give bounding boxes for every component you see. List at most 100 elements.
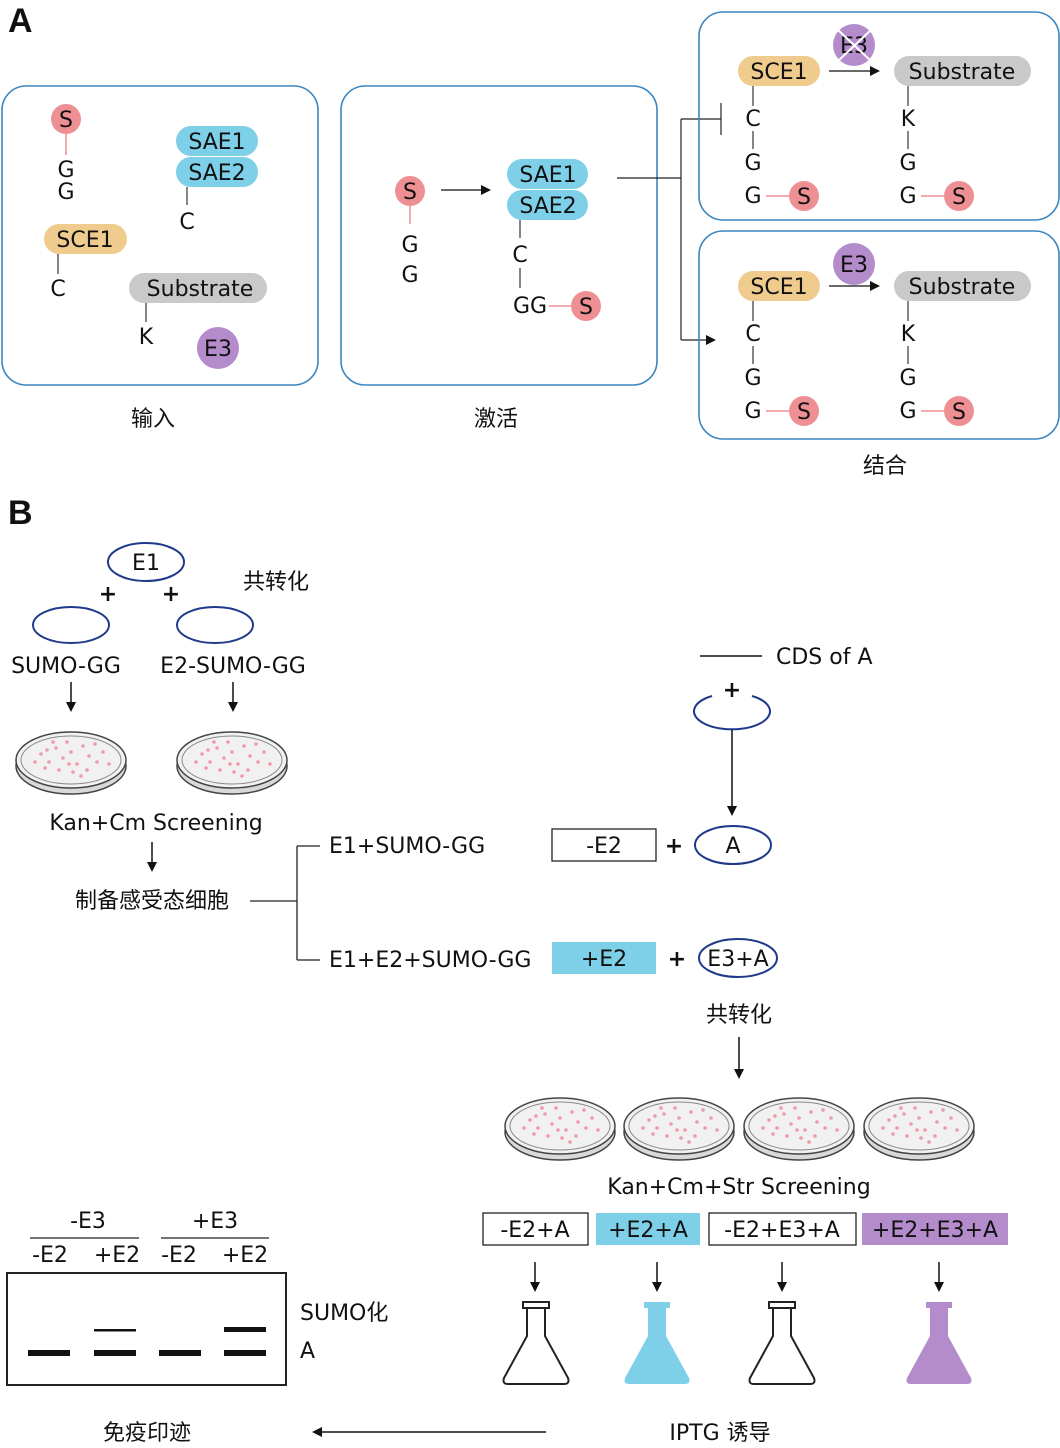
activation-caption: 激活 [474, 407, 518, 432]
sce1-pill [738, 56, 820, 86]
cysteine-label: C [745, 322, 760, 347]
sumo-circle [944, 181, 974, 211]
sce1-label: SCE1 [750, 275, 807, 300]
open-vector [693, 695, 771, 731]
condition-label: -E2+A [500, 1218, 569, 1243]
cysteine-label: C [50, 277, 65, 302]
lane-label: -E2 [161, 1243, 197, 1268]
sae2-pill [507, 190, 588, 220]
sumo-label: S [797, 185, 811, 210]
e2-sumo-gg-label: E2-SUMO-GG [160, 654, 306, 679]
glycine-label: G [744, 399, 761, 424]
sce1-pill [738, 271, 820, 301]
blot-minus-e3: -E3 [70, 1209, 106, 1234]
sumo-label: S [797, 400, 811, 425]
sce1-pill [44, 224, 127, 254]
plus-sign: + [162, 582, 180, 607]
e3-label: E3 [840, 253, 868, 278]
glycine-label: G [744, 184, 761, 209]
glycine-label: G [744, 151, 761, 176]
cotransform-label: 共转化 [706, 1003, 772, 1028]
sae1-label: SAE1 [519, 163, 576, 188]
glycine-label: G [401, 233, 418, 258]
plus-e2-box [552, 942, 656, 974]
substrate-label: Substrate [909, 275, 1016, 300]
screening-label: Kan+Cm+Str Screening [607, 1175, 870, 1200]
plus-sign: + [99, 582, 117, 607]
sae2-label: SAE2 [519, 194, 576, 219]
sumoylated-label: SUMO化 [300, 1301, 388, 1326]
sumo-label: S [59, 108, 73, 133]
e3-circle [833, 243, 875, 285]
substrate-pill [894, 271, 1031, 301]
plus-e2-label: +E2 [581, 947, 627, 972]
cysteine-label: C [179, 210, 194, 235]
band-a [224, 1350, 266, 1356]
blot-plus-e3: +E3 [192, 1209, 238, 1234]
screening-label: Kan+Cm Screening [49, 811, 262, 836]
sae1-pill [507, 159, 588, 189]
glycine-label: G [899, 184, 916, 209]
e1-label: E1 [132, 551, 160, 576]
glycine-label: G [57, 180, 74, 205]
plus-sign: + [723, 678, 741, 703]
condition-label: -E2+E3+A [724, 1218, 840, 1243]
glycine-label: G [57, 158, 74, 183]
e2-sumo-gg-plasmid [176, 606, 254, 644]
band-a [159, 1350, 201, 1356]
petri-dish [176, 731, 288, 795]
flask-icon [906, 1302, 972, 1384]
sumo-gg-label: SUMO-GG [11, 654, 121, 679]
sumo-circle [789, 396, 819, 426]
branch-bracket [250, 845, 320, 961]
conjugation-box-with-e3: E3 SCE1 Substrate C G G S K G G S [698, 230, 1060, 440]
sae2-label: SAE2 [188, 161, 245, 186]
e3-a-label: E3+A [707, 947, 768, 972]
condition-box [482, 1212, 589, 1246]
band-sumo-strong [224, 1327, 266, 1332]
glycine-label: G [899, 399, 916, 424]
glycine-label: G [401, 263, 418, 288]
sae1-label: SAE1 [188, 130, 245, 155]
lysine-label: K [901, 107, 916, 132]
sce1-label: SCE1 [56, 228, 113, 253]
glycine-label: G [899, 366, 916, 391]
sce1-label: SCE1 [750, 60, 807, 85]
sae1-pill [176, 126, 258, 156]
condition-label: +E2+E3+A [872, 1218, 998, 1243]
sumo-circle [395, 176, 425, 206]
sumo-circle [789, 181, 819, 211]
cysteine-label: C [745, 107, 760, 132]
condition-label: +E2+A [608, 1218, 688, 1243]
sumo-circle [944, 396, 974, 426]
glycine-label: G [744, 366, 761, 391]
e3-circle [197, 327, 239, 369]
e3-a-plasmid [698, 938, 778, 978]
condition-box [708, 1212, 857, 1246]
petri-dish [15, 731, 127, 795]
minus-e2-box [551, 828, 657, 862]
iptg-induction-label: IPTG 诱导 [669, 1421, 770, 1446]
lysine-label: K [139, 325, 154, 350]
branch-e1-sumo-gg: E1+SUMO-GG [329, 834, 485, 859]
flask-icon [502, 1301, 570, 1385]
activation-box: S G G SAE1 SAE2 C GG S [340, 85, 658, 386]
flask-icon [748, 1301, 816, 1385]
sumo-circle [51, 104, 81, 134]
lane-label: +E2 [94, 1243, 140, 1268]
branch-connector [617, 103, 722, 345]
cds-label: CDS of A [776, 645, 873, 670]
western-blot-label: 免疫印迹 [103, 1421, 191, 1446]
substrate-label: Substrate [147, 277, 254, 302]
band-sumo-weak [94, 1329, 136, 1332]
condition-box [596, 1213, 700, 1245]
minus-e2-label: -E2 [586, 834, 622, 859]
lysine-label: K [901, 322, 916, 347]
plus-sign: + [668, 947, 686, 972]
lane-label: -E2 [32, 1243, 68, 1268]
petri-dish [743, 1097, 855, 1161]
substrate-label: Substrate [909, 60, 1016, 85]
conjugation-box-without-e3: E3 SCE1 Substrate C G G S K G G S [698, 11, 1060, 221]
sae2-pill [176, 157, 258, 187]
